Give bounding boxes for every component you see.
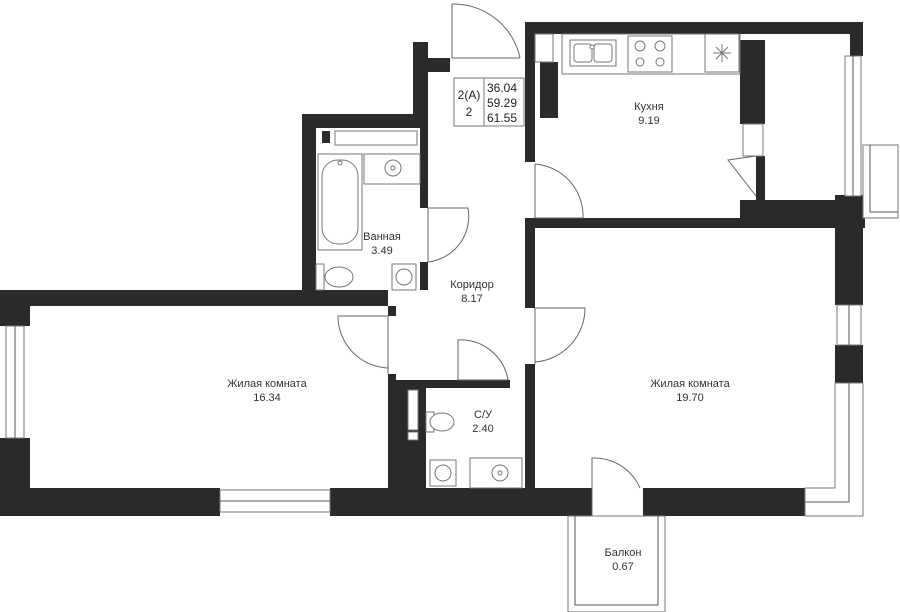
bathroom-toilet: [324, 266, 354, 288]
living-left-name: Жилая комната: [227, 378, 307, 390]
left-room-door: [337, 315, 389, 369]
windows: [5, 55, 864, 517]
corridor-name: Коридор: [450, 279, 493, 291]
corridor-area: 8.17: [461, 293, 482, 305]
balcony-area: 0.67: [612, 561, 633, 573]
loggia-door: [727, 155, 757, 197]
apartment-info: 2(А) 2 36.04 59.29 61.55: [453, 77, 525, 127]
window-right-corner: [804, 382, 864, 517]
kitchen-area: 9.19: [638, 115, 659, 127]
info-box: [453, 77, 525, 127]
bathroom-name: Ванная: [363, 231, 401, 243]
area-total-with-balcony: 61.55: [487, 111, 517, 125]
area-total: 59.29: [487, 96, 517, 110]
loggia-outline: [862, 144, 899, 219]
walls: [0, 22, 865, 516]
balcony-outline: [567, 515, 666, 612]
entrance-door: [451, 3, 521, 59]
right-room-door: [534, 307, 586, 363]
apartment-rooms-count: 2: [466, 105, 473, 119]
balcony-door: [591, 457, 641, 489]
wc-fixtures: [407, 389, 523, 489]
area-living: 36.04: [487, 81, 517, 95]
apartment-code: 2(А): [458, 88, 481, 102]
kitchen-fridge: [704, 33, 740, 73]
kitchen-stove: [627, 35, 673, 73]
wc-name: С/У: [474, 409, 493, 421]
bathroom-area: 3.49: [371, 245, 392, 257]
doors: [337, 3, 757, 516]
kitchen-fixtures: [534, 33, 741, 75]
kitchen-door: [534, 163, 584, 219]
living-right-name: Жилая комната: [650, 378, 730, 390]
balconies: [567, 144, 899, 612]
bathroom-fixtures: [315, 130, 421, 291]
wc-area: 2.40: [472, 423, 493, 435]
wc-toilet: [429, 412, 455, 432]
living-left-area: 16.34: [253, 392, 281, 404]
balcony-name: Балкон: [605, 547, 642, 559]
bathtub-inner: [321, 159, 359, 245]
bathroom-door: [427, 207, 470, 263]
wc-door: [457, 339, 509, 381]
living-right-area: 19.70: [676, 392, 704, 404]
kitchen-name: Кухня: [634, 101, 663, 113]
room-labels: Кухня 9.19 Ванная 3.49 Коридор 8.17 Жила…: [227, 101, 730, 573]
